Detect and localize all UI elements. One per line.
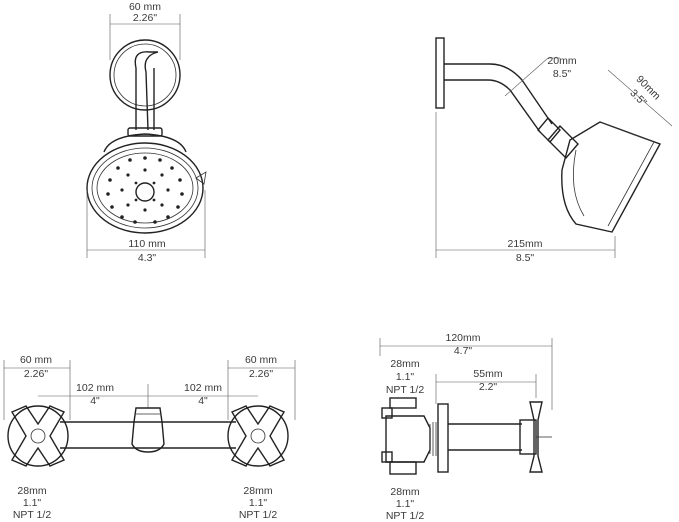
right-spacing-in-label: 4": [198, 395, 208, 407]
right-spacing-mm-label: 102 mm: [184, 382, 222, 394]
side-wall-flange: [435, 37, 445, 109]
top-port-mm-label: 28mm: [390, 358, 419, 370]
left-inlet-mm-label: 28mm: [17, 485, 46, 497]
top-port-thread-label: NPT 1/2: [386, 384, 424, 396]
head-width-mm-label: 110 mm: [128, 238, 165, 250]
left-handle-flange: [7, 405, 69, 467]
side-arm-top-edge: [444, 63, 553, 125]
valve-side-view: 120mm 4.7" 55mm 2.2" 28mm 1.1" NPT 1/2: [379, 332, 553, 522]
side-bottom-port-nut: [381, 451, 393, 463]
wall-flange: [109, 39, 181, 111]
spray-lever: [195, 171, 207, 185]
spray-nozzle-holes: [106, 156, 184, 224]
projection-in-label: 8.5": [516, 252, 535, 264]
handle-depth-mm-label: 55mm: [473, 368, 502, 380]
left-handle-mm-label: 60 mm: [20, 354, 52, 366]
right-cross-handle: [230, 405, 286, 467]
side-bottom-port: [389, 461, 417, 475]
shower-head-face-ring: [91, 147, 199, 229]
left-inlet-thread-label: NPT 1/2: [13, 509, 51, 521]
shower-head-collar: [127, 127, 163, 137]
head-height-dimension-line: [607, 69, 673, 127]
right-handle-hub: [250, 428, 266, 444]
arm-width-in-label: 2.26": [133, 12, 157, 24]
total-depth-mm-label: 120mm: [445, 332, 480, 344]
shower-head-face-inner: [96, 152, 194, 224]
side-escutcheon: [437, 403, 449, 473]
right-handle-flange: [227, 405, 289, 467]
handle-depth-in-label: 2.2": [479, 381, 498, 393]
right-handle-in-label: 2.26": [249, 368, 273, 380]
valve-center-outlet: [131, 407, 165, 453]
bottom-port-thread-label: NPT 1/2: [386, 510, 424, 522]
bottom-port-mm-label: 28mm: [390, 486, 419, 498]
shower-head-face-outer: [86, 142, 204, 234]
side-top-port-nut: [381, 407, 393, 419]
side-arm-bottom-edge: [444, 79, 541, 133]
total-depth-in-label: 4.7": [454, 345, 473, 357]
right-inlet-mm-label: 28mm: [243, 485, 272, 497]
shower-head-front-view: 60 mm 2.26": [86, 1, 207, 264]
right-inlet-thread-label: NPT 1/2: [239, 509, 277, 521]
valve-front-view: 60 mm 2.26" 60 mm 2.26" 102 mm 4" 102 mm…: [3, 354, 296, 521]
left-handle-hub: [30, 428, 46, 444]
shower-head-side-view: 20mm 8.5" 90mm 3.5" 215mm 8.5": [435, 37, 673, 264]
shower-arm-curve: [134, 51, 159, 131]
top-port-in-label: 1.1": [396, 371, 415, 383]
head-width-in-label: 4.3": [138, 252, 157, 264]
side-head-contour: [572, 149, 585, 217]
arm-dia-in-label: 8.5": [553, 68, 572, 80]
projection-mm-label: 215mm: [507, 238, 542, 250]
arm-dia-mm-label: 20mm: [547, 55, 576, 67]
shower-head-center-nozzle: [135, 182, 155, 202]
left-spacing-mm-label: 102 mm: [76, 382, 114, 394]
wall-flange-inner: [113, 43, 177, 107]
side-head-body: [561, 121, 662, 233]
side-thread-lines: [429, 422, 437, 456]
left-cross-handle: [10, 405, 66, 467]
side-head-face-line: [599, 121, 655, 227]
left-handle-in-label: 2.26": [24, 368, 48, 380]
left-spacing-in-label: 4": [90, 395, 100, 407]
bottom-port-in-label: 1.1": [396, 498, 415, 510]
right-inlet-in-label: 1.1": [249, 497, 268, 509]
arm-dia-leader: [504, 57, 549, 97]
side-collar-2: [547, 124, 579, 160]
right-handle-mm-label: 60 mm: [245, 354, 277, 366]
side-top-port: [389, 397, 417, 409]
left-inlet-in-label: 1.1": [23, 497, 42, 509]
side-cross-handle: [529, 401, 543, 473]
shower-head-top-rim: [103, 133, 187, 153]
arm-width-mm-label: 60 mm: [129, 1, 161, 13]
